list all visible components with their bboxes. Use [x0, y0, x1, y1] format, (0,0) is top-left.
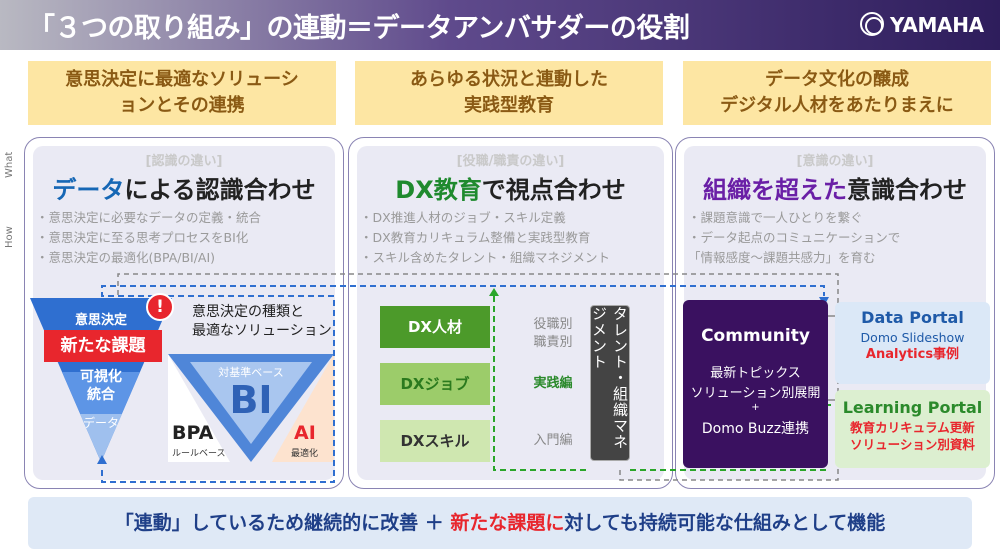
dx-step-skill: DXスキル: [380, 420, 490, 462]
stage-role: 役職別 職責別: [533, 317, 573, 350]
category-label: [意識の違い]: [796, 154, 874, 169]
ai-sub-label: 最適化: [291, 449, 319, 459]
bi-triangle-inner: [190, 362, 312, 444]
community-line: ソリューション別展開: [690, 386, 821, 401]
column-heading: DX教育で視点合わせ: [395, 176, 626, 204]
funnel-label-decision: 意思決定: [74, 313, 127, 328]
bottom-summary: 「連動」しているため継続的に改善 ＋ 新たな課題に対しても持続可能な仕組みとして…: [28, 497, 972, 549]
header-bar: [0, 0, 1000, 50]
funnel-label-data: データ: [82, 416, 119, 430]
column-heading: データによる認識合わせ: [52, 176, 316, 204]
dx-step-job: DXジョブ: [380, 363, 490, 405]
bi-base-label: 対基準ベース: [218, 366, 284, 379]
stage-practice: 実践編: [533, 376, 573, 391]
community-title: Community: [701, 326, 810, 346]
dx-step-talent: DX人材: [380, 306, 490, 348]
bullet-item: ・スキル含めたタレント・組織マネジメント: [360, 250, 611, 265]
new-issue-badge: 新たな課題: [44, 330, 162, 362]
goal-data-culture: データ文化の醸成デジタル人材をあたりまえに: [683, 61, 991, 125]
goal-practical-education: あらゆる状況と連動した実践型教育: [355, 61, 663, 125]
bullet-item: 「情報感度～課題共感力」を育む: [688, 250, 876, 265]
arrow-head: [489, 288, 499, 296]
funnel-label-integrate: 統合: [87, 387, 115, 403]
goal-decision-solution: 意思決定に最適なソリューションとその連携: [28, 61, 336, 125]
bi-label: BI: [229, 378, 273, 422]
data-portal-box: Data Portal Domo Slideshow Analytics事例: [835, 302, 990, 384]
community-line: 最新トピックス: [710, 366, 801, 381]
learning-portal-title: Learning Portal: [842, 398, 983, 417]
data-portal-title: Data Portal: [861, 308, 964, 327]
category-label: [認識の違い]: [145, 154, 223, 169]
bpa-area: [168, 354, 230, 462]
bpa-sub-label: ルールベース: [172, 449, 226, 459]
bullet-list: ・DX推進人材のジョブ・スキル定義 ・DX教育カリキュラム整備と実践型教育 ・ス…: [360, 208, 610, 268]
bullet-item: ・意思決定の最適化(BPA/BI/AI): [36, 250, 216, 265]
category-label: [役職/職責の違い]: [456, 154, 565, 169]
bullet-item: ・DX教育カリキュラム整備と実践型教育: [360, 230, 591, 245]
bullet-item: ・課題意識で一人ひとりを繋ぐ: [688, 210, 863, 225]
bullet-item: ・データ起点のコミュニケーションで: [688, 230, 901, 245]
bullet-list: ・課題意識で一人ひとりを繋ぐ ・データ起点のコミュニケーションで 「情報感度～課…: [688, 208, 900, 268]
learning-portal-box: Learning Portal 教育カリキュラム更新 ソリューション別資料: [835, 390, 990, 468]
slide-title: 「３つの取り組み」の連動＝データアンバサダーの役割: [28, 13, 690, 44]
ai-area: [272, 354, 334, 462]
bullet-list: ・意思決定に必要なデータの定義・統合 ・意思決定に至る思考プロセスをBI化 ・意…: [36, 208, 261, 268]
alert-icon: !: [146, 293, 174, 321]
ai-label: AI: [294, 422, 316, 444]
community-line: Domo Buzz連携: [701, 421, 810, 437]
community-plus: +: [751, 402, 760, 413]
green-link: [493, 296, 590, 471]
bpa-label: BPA: [172, 422, 214, 444]
funnel-bottom: [80, 414, 122, 462]
arrow-head: [97, 455, 107, 464]
tuning-fork-logo-icon: [860, 12, 884, 36]
funnel-label-visualize: 可視化: [80, 369, 122, 385]
solution-note: 意思決定の種類と 最適なソリューション: [192, 304, 332, 339]
yamaha-logo: YAMAHA: [860, 11, 990, 39]
column-heading: 組織を超えた意識合わせ: [703, 176, 967, 204]
bullet-item: ・DX推進人材のジョブ・スキル定義: [360, 210, 566, 225]
blue-link-loop: [101, 285, 825, 483]
talent-management-box: タレント・組織マネジメント: [590, 305, 630, 461]
stage-intro: 入門編: [533, 433, 573, 448]
logo-text: YAMAHA: [890, 13, 984, 37]
bullet-item: ・意思決定に至る思考プロセスをBI化: [36, 230, 249, 245]
bullet-item: ・意思決定に必要なデータの定義・統合: [36, 210, 262, 225]
community-box: Community 最新トピックス ソリューション別展開 + Domo Buzz…: [683, 300, 828, 468]
